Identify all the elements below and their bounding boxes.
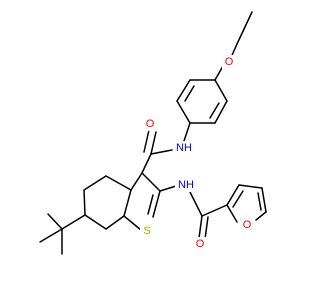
furan-ring: [226, 184, 267, 223]
atom-label-ethoxy-o: O: [222, 55, 236, 69]
atom-label-amide1-o: O: [143, 117, 157, 131]
svg-text:O: O: [196, 238, 205, 250]
thiophene-ring: [123, 153, 161, 231]
svg-text:O: O: [146, 118, 155, 130]
amide-1: [143, 122, 191, 155]
svg-text:O: O: [225, 56, 234, 68]
svg-text:S: S: [143, 225, 150, 237]
benzene-ring: [176, 79, 228, 124]
cyclohexene-ring: [83, 175, 132, 230]
atom-label-amide1-nh: NH: [173, 141, 195, 155]
atom-label-furan-o: O: [240, 218, 254, 232]
structure-diagram: O O NH NH O O S: [39, 11, 267, 255]
atom-label-thiophene-s: S: [140, 224, 154, 238]
amide-2: [159, 185, 228, 240]
tert-butyl-group: [39, 213, 86, 255]
aryl-ether-bond: [214, 65, 224, 81]
ethyl-group: [228, 11, 253, 63]
carbonyl-1: [150, 131, 157, 155]
atom-label-amide2-nh: NH: [175, 178, 197, 192]
molecule-canvas: O O NH NH O O S: [39, 11, 267, 255]
svg-text:NH: NH: [178, 179, 194, 191]
svg-text:O: O: [243, 219, 252, 231]
svg-text:NH: NH: [176, 142, 192, 154]
atom-label-amide2-o: O: [193, 237, 207, 251]
